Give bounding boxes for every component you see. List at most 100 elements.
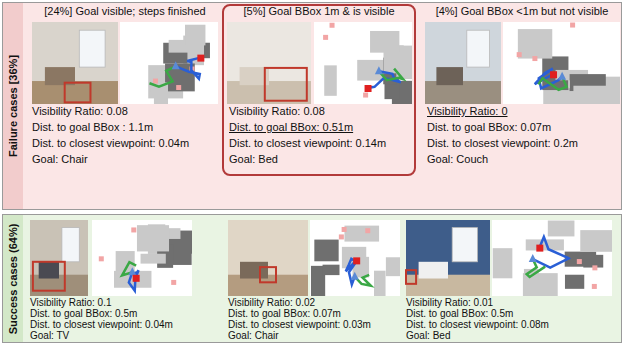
agent-marker <box>558 72 566 80</box>
map-object <box>339 234 344 239</box>
stat-line: Dist. to goal BBox: 0.07m <box>228 308 341 320</box>
goal-marker <box>536 245 543 252</box>
map-object <box>131 227 136 232</box>
stat-line: Goal: Chair <box>228 330 279 342</box>
stat-line: Dist. to closest viewpoint: 0.04m <box>30 319 173 331</box>
room-photo <box>30 220 88 296</box>
title-band <box>3 3 23 209</box>
stat-line: Dist. to goal BBox: 0.5m <box>406 308 513 320</box>
stat-line: Dist. to goal BBox: 0.07m <box>427 121 551 134</box>
stat-line: Goal: Bed <box>229 153 278 166</box>
stat-line: Visibility Ratio: 0.02 <box>228 297 315 309</box>
map-room <box>580 230 612 252</box>
agent-marker <box>172 61 180 69</box>
target-bbox <box>406 270 416 284</box>
map-object <box>99 256 104 261</box>
top-down-map <box>492 220 612 296</box>
stat-line: Visibility Ratio: 0.08 <box>229 105 325 118</box>
highlight-box: [5%] Goal BBox 1m & is visibleVisibility… <box>222 4 416 176</box>
goal-marker <box>197 55 204 62</box>
illustration-group <box>3 3 621 209</box>
agent-marker <box>128 267 136 275</box>
map-ground <box>120 22 218 104</box>
goal-marker <box>133 275 140 282</box>
photo-wall <box>425 22 501 104</box>
photo-furniture <box>240 262 268 279</box>
agent-path <box>533 237 569 268</box>
map-room <box>573 86 618 104</box>
map-room <box>344 226 379 242</box>
stat-line: Visibility Ratio: 0.01 <box>406 297 493 309</box>
photo-wall <box>227 22 311 104</box>
map-ground <box>314 22 412 104</box>
photo-furniture <box>39 262 59 279</box>
top-down-map <box>314 22 412 104</box>
map-room <box>565 275 584 289</box>
room-photo <box>425 22 501 104</box>
map-object <box>363 93 368 98</box>
stat-line: Visibility Ratio: 0.1 <box>30 297 112 309</box>
map-object <box>517 52 522 57</box>
target-bbox <box>260 267 276 282</box>
illustration-group <box>3 215 616 342</box>
map-ground <box>92 220 192 296</box>
shortest-path <box>379 69 403 81</box>
stat-line: Dist. to closest viewpoint: 0.08m <box>406 319 549 331</box>
stat-line: Goal: Couch <box>427 153 488 166</box>
panel-title: Success cases (64%) <box>7 223 20 334</box>
photo-window <box>467 30 490 67</box>
map-room <box>386 257 400 276</box>
stat-line: Goal: TV <box>30 330 69 342</box>
map-object <box>323 35 328 40</box>
photo-wall <box>30 220 88 296</box>
map-room <box>141 254 166 264</box>
map-object <box>153 79 158 84</box>
map-object <box>330 23 335 28</box>
map-object <box>592 265 597 270</box>
stat-line: Dist. to goal BBox: 0.5m <box>30 308 137 320</box>
agent-path <box>368 71 401 88</box>
map-room <box>493 248 513 278</box>
case-header: [5%] Goal BBox 1m & is visible <box>243 5 394 18</box>
map-object <box>365 228 370 233</box>
room-photo <box>227 22 311 104</box>
stat-line: Dist. to closest viewpoint: 0.2m <box>427 137 578 150</box>
shortest-path <box>122 262 136 275</box>
photo-wall <box>32 22 118 104</box>
map-object <box>176 85 181 90</box>
room-photo <box>228 220 308 296</box>
shortest-path <box>150 66 176 86</box>
case-header: [24%] Goal visible; steps finished <box>44 5 205 18</box>
stat-line: Visibility Ratio: 0.08 <box>32 105 128 118</box>
panel-title: Failure cases [36%] <box>7 55 20 157</box>
case-header: [4%] Goal BBox <1m but not visible <box>436 5 609 18</box>
map-room <box>548 221 575 237</box>
top-down-map <box>92 220 192 296</box>
map-room <box>314 240 338 262</box>
map-room <box>324 65 337 95</box>
title-band <box>3 215 23 342</box>
stat-line: Visibility Ratio: 0 <box>427 105 508 118</box>
stat-line: Dist. to closest viewpoint: 0.14m <box>229 137 386 150</box>
map-object <box>577 259 582 264</box>
photo-furniture <box>436 67 463 85</box>
goal-marker <box>353 257 360 264</box>
agent-marker <box>351 272 359 280</box>
target-bbox <box>65 83 91 103</box>
agent-marker <box>529 254 537 262</box>
stat-line: Dist. to goal BBox : 1.1m <box>32 121 153 134</box>
agent-marker <box>375 66 383 74</box>
map-room <box>323 265 340 275</box>
map-room <box>370 31 399 53</box>
map-object <box>592 284 597 289</box>
agent-path <box>176 58 201 79</box>
goal-marker <box>550 71 557 78</box>
map-room <box>518 29 552 58</box>
photo-wall <box>228 220 308 296</box>
photo-window <box>62 228 79 262</box>
goal-marker <box>365 85 372 92</box>
room-photo <box>32 22 118 104</box>
photo-furniture <box>419 262 448 279</box>
map-object <box>532 56 537 61</box>
top-down-map <box>310 220 400 296</box>
